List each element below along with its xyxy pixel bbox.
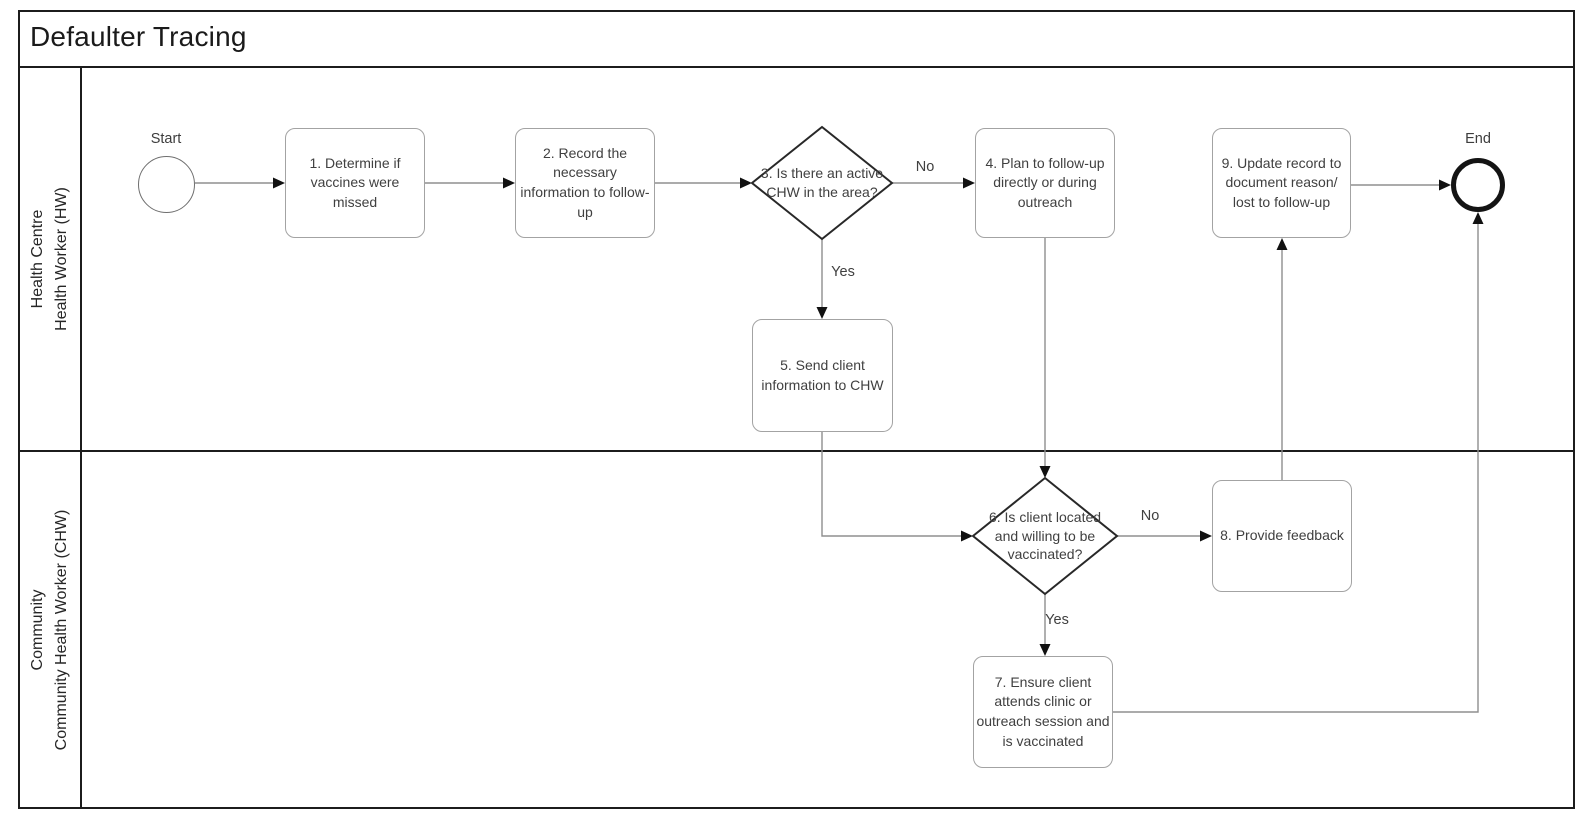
task-1-label: 1. Determine if vaccines were missed <box>309 154 401 210</box>
lane2-name-line1: Community <box>29 589 46 671</box>
pool-border <box>18 10 1575 809</box>
edge-gateway3-no-to-task4 <box>892 177 975 189</box>
task-8-provide-feedback: 8. Provide feedback <box>1212 480 1352 592</box>
edge-task9-to-end <box>1351 179 1451 191</box>
edge-task5-to-gateway6 <box>821 432 973 542</box>
task-5-label: 5. Send client information to CHW <box>761 356 884 393</box>
lane2-name-line2: Community Health Worker (CHW) <box>53 509 70 751</box>
edge-label-gateway6-no: No <box>1140 508 1160 524</box>
task-7-ensure-client-attends: 7. Ensure client attends clinic or outre… <box>973 656 1113 768</box>
gateway-3-shape <box>750 125 894 241</box>
gateway-6-text: 6. Is client located and willing to be v… <box>988 508 1102 563</box>
task-7-label: 7. Ensure client attends clinic or outre… <box>976 673 1110 749</box>
end-event-label: End <box>1465 131 1491 147</box>
task-2-record-necessary-information: 2. Record the necessary information to f… <box>515 128 655 238</box>
edge-gateway3-yes-to-task5 <box>816 239 828 319</box>
start-event-label: Start <box>150 131 182 147</box>
lane1-name-line2: Health Worker (HW) <box>53 187 70 331</box>
lane-label-health-centre: Health Centre Health Worker (HW) <box>26 59 72 459</box>
edge-gateway6-no-to-task8 <box>1117 530 1212 542</box>
edge-start-to-task1 <box>195 177 285 189</box>
pool-frame <box>18 10 1575 809</box>
task-4-plan-follow-up: 4. Plan to follow-up directly or during … <box>975 128 1115 238</box>
task-4-label: 4. Plan to follow-up directly or during … <box>985 154 1105 210</box>
diagram-title: Defaulter Tracing <box>30 21 247 52</box>
task-9-update-record: 9. Update record to document reason/ los… <box>1212 128 1351 238</box>
task-5-send-client-information: 5. Send client information to CHW <box>752 319 893 432</box>
task-9-label: 9. Update record to document reason/ los… <box>1221 154 1342 210</box>
gateway-6-client-located-label: 6. Is client located and willing to be v… <box>987 494 1103 578</box>
edge-gateway6-yes-to-task7 <box>1039 594 1051 656</box>
edge-label-gateway3-yes: Yes <box>831 264 855 280</box>
edge-task1-to-task2 <box>425 177 515 189</box>
gateway-6-shape <box>971 476 1119 596</box>
end-event <box>1451 158 1505 212</box>
task-1-determine-if-vaccines-missed: 1. Determine if vaccines were missed <box>285 128 425 238</box>
gateway-3-active-chw-label: 3. Is there an active CHW in the area? <box>754 145 890 221</box>
task-8-label: 8. Provide feedback <box>1220 527 1344 544</box>
edge-label-gateway6-yes: Yes <box>1045 612 1069 628</box>
start-event <box>138 156 195 213</box>
edge-task7-to-end <box>1113 212 1484 713</box>
edge-task8-to-task9 <box>1276 238 1288 480</box>
edge-task4-to-gateway6 <box>1039 238 1051 478</box>
edge-label-gateway3-no: No <box>915 159 935 175</box>
lane-label-community: Community Community Health Worker (CHW) <box>26 420 72 822</box>
task-2-label: 2. Record the necessary information to f… <box>520 144 650 220</box>
gateway-3-text: 3. Is there an active CHW in the area? <box>760 165 884 200</box>
edge-task2-to-gateway3 <box>655 177 752 189</box>
lane1-name-line1: Health Centre <box>29 209 46 309</box>
